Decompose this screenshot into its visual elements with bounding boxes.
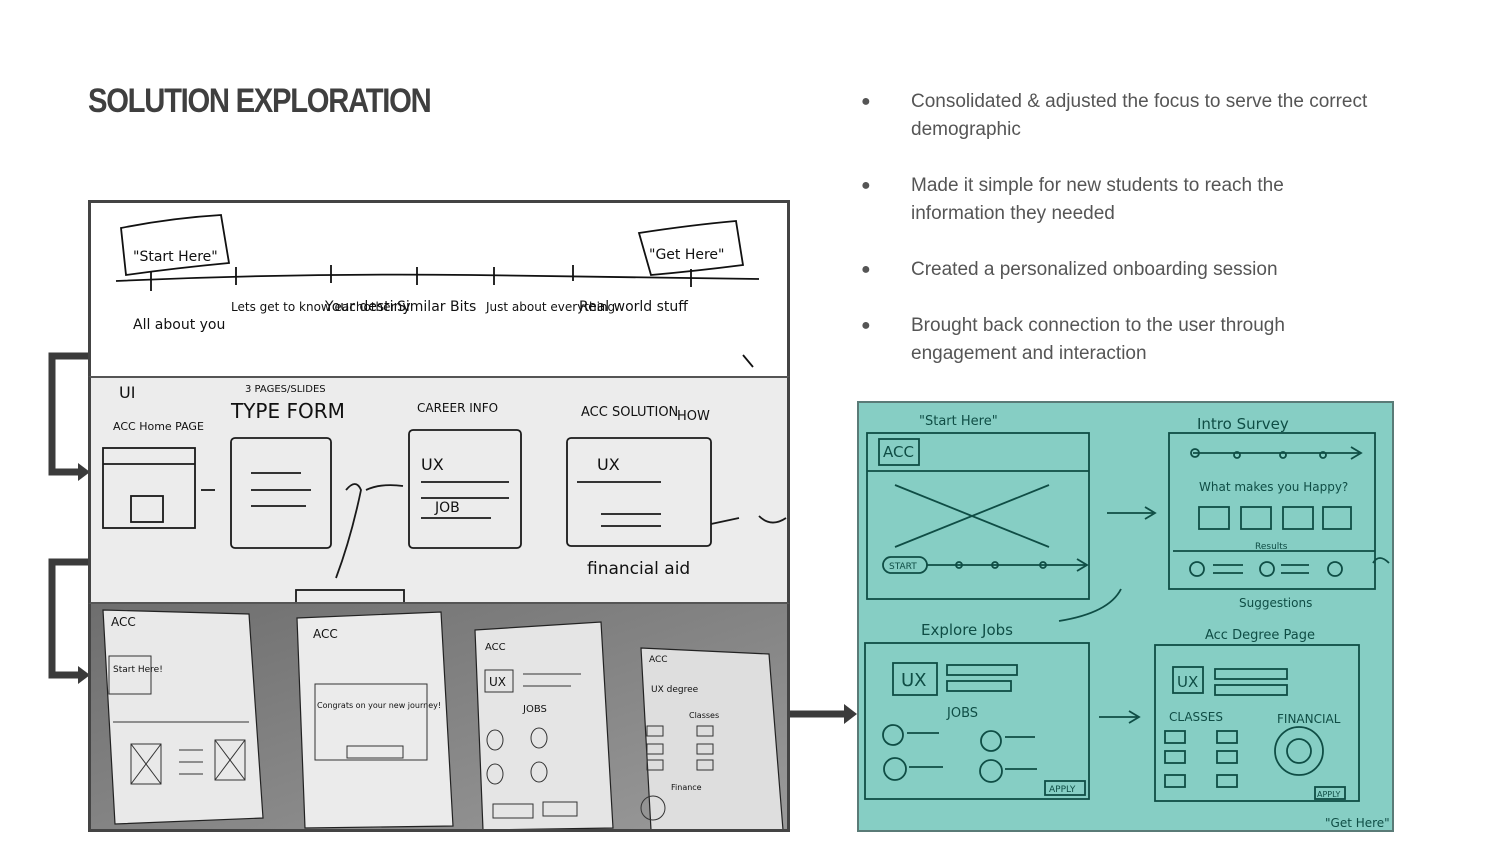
- sketch-label: JOBS: [522, 704, 547, 715]
- sketch-final-wireframe: "Start Here" ACC START Intro Survey What…: [857, 401, 1394, 832]
- wire-suggestions-label: Suggestions: [1239, 596, 1312, 610]
- sketch-label: UI: [119, 383, 135, 402]
- sketch-label: CAREER INFO: [417, 401, 498, 415]
- sketch-paper-prototypes-photo: ACC Start Here! ACC Congrats on your new…: [88, 604, 790, 832]
- wire-jobs-label: JOBS: [946, 706, 978, 721]
- bullet-text: Consolidated & adjusted the focus to ser…: [911, 91, 1368, 140]
- bracket-connector: [48, 352, 88, 476]
- end-bubble: [637, 220, 745, 276]
- wire-start-button-label: START: [889, 562, 917, 572]
- wire-jobs-frame: [864, 642, 1090, 800]
- sketch-label: UX degree: [651, 685, 699, 695]
- wire-homepage-frame: [866, 432, 1090, 600]
- sketch-label: ACC Home PAGE: [113, 420, 204, 433]
- solution-frame: [566, 437, 712, 547]
- bullet-text: Brought back connection to the user thro…: [911, 315, 1285, 364]
- sketch-label: ACC: [485, 642, 506, 653]
- sketch-whiteboard-photo: UI ACC Home PAGE 3 PAGES/SLIDES TYPE FOR…: [88, 376, 790, 604]
- wire-classes-label: CLASSES: [1169, 710, 1223, 724]
- wire-apply-label: APPLY: [1317, 790, 1341, 799]
- sketch-label: UX: [489, 675, 506, 689]
- sketch-label: JOB: [434, 500, 460, 516]
- start-here-label: "Start Here": [133, 249, 218, 265]
- bullet-item: ● Made it simple for new students to reac…: [858, 172, 1378, 228]
- bullet-item: ● Created a personalized onboarding sessi…: [858, 256, 1378, 284]
- wire-apply-label: APPLY: [1049, 785, 1076, 795]
- sketch-label: Congrats on your new journey!: [317, 701, 441, 710]
- paper-sheet: [296, 611, 454, 829]
- bullet-item: ● Brought back connection to the user thr…: [858, 312, 1378, 368]
- step-label: Similar Bits: [397, 299, 476, 315]
- typeform-frame: [230, 437, 332, 549]
- sketch-label: UX: [421, 455, 444, 474]
- sketch-label: ACC SOLUTION: [581, 405, 678, 420]
- wire-acc-logo: ACC: [883, 443, 914, 461]
- wire-ux-label: UX: [1177, 673, 1198, 691]
- homepage-frame: [102, 447, 196, 529]
- wire-degree-frame: [1154, 644, 1360, 802]
- step-label: Lets get to know eachother: [231, 300, 396, 314]
- sketch-label: TYPE FORM: [230, 399, 345, 423]
- bracket-connector: [48, 558, 88, 679]
- bullet-dot-icon: ●: [861, 317, 871, 334]
- step-label: Just about everything: [485, 300, 615, 314]
- bullet-item: ● Consolidated & adjusted the focus to se…: [858, 88, 1378, 144]
- arrow-head-icon: [78, 463, 90, 481]
- wire-get-here-label: "Get Here": [1325, 816, 1390, 830]
- sketch-label: ACC: [313, 627, 338, 641]
- arrow-head-icon: [78, 666, 90, 684]
- sketch-label: UX: [597, 455, 620, 474]
- step-label: Your destiny: [324, 299, 411, 315]
- wire-ux-label: UX: [901, 670, 927, 691]
- sketch-journey-timeline: "Start Here" "Get Here" All about you Le…: [88, 200, 790, 376]
- bullet-list: ● Consolidated & adjusted the focus to se…: [858, 88, 1378, 396]
- wire-start-here-label: "Start Here": [919, 414, 998, 429]
- step-label: All about you: [133, 317, 225, 333]
- wire-financial-label: FINANCIAL: [1277, 712, 1341, 726]
- sketch-label: ACC: [649, 655, 668, 665]
- wire-degree-page-label: Acc Degree Page: [1205, 628, 1315, 643]
- paper-sheet: [102, 609, 264, 825]
- sketch-label: Classes: [689, 711, 719, 720]
- sketch-label: ACC: [111, 615, 136, 629]
- wire-intro-survey-label: Intro Survey: [1197, 415, 1289, 433]
- sketch-label: financial aid: [587, 559, 690, 579]
- arrow-head-icon: [844, 704, 857, 724]
- get-here-label: "Get Here": [649, 247, 724, 263]
- slide-title: SOLUTION EXPLORATION: [88, 82, 432, 120]
- bullet-dot-icon: ●: [861, 177, 871, 194]
- career-frame: [408, 429, 522, 549]
- sketch-label: HOW: [677, 409, 710, 424]
- bullet-text: Made it simple for new students to reach…: [911, 175, 1284, 224]
- wire-survey-frame: [1168, 432, 1376, 590]
- paper-sheet: [640, 647, 784, 829]
- sketch-label: 3 PAGES/SLIDES: [245, 384, 326, 395]
- bullet-dot-icon: ●: [861, 261, 871, 278]
- wire-results-label: Results: [1255, 542, 1288, 552]
- sketch-label: Start Here!: [113, 665, 163, 675]
- start-bubble: [120, 214, 231, 277]
- sketch-label: Finance: [671, 783, 702, 792]
- paper-sheet: [474, 621, 614, 829]
- timeline-line: [115, 273, 760, 282]
- bullet-dot-icon: ●: [861, 93, 871, 110]
- bullet-text: Created a personalized onboarding sessio…: [911, 259, 1278, 280]
- wire-question-label: What makes you Happy?: [1199, 480, 1348, 494]
- step-label: Real world stuff: [579, 299, 688, 315]
- wire-explore-jobs-label: Explore Jobs: [921, 621, 1013, 639]
